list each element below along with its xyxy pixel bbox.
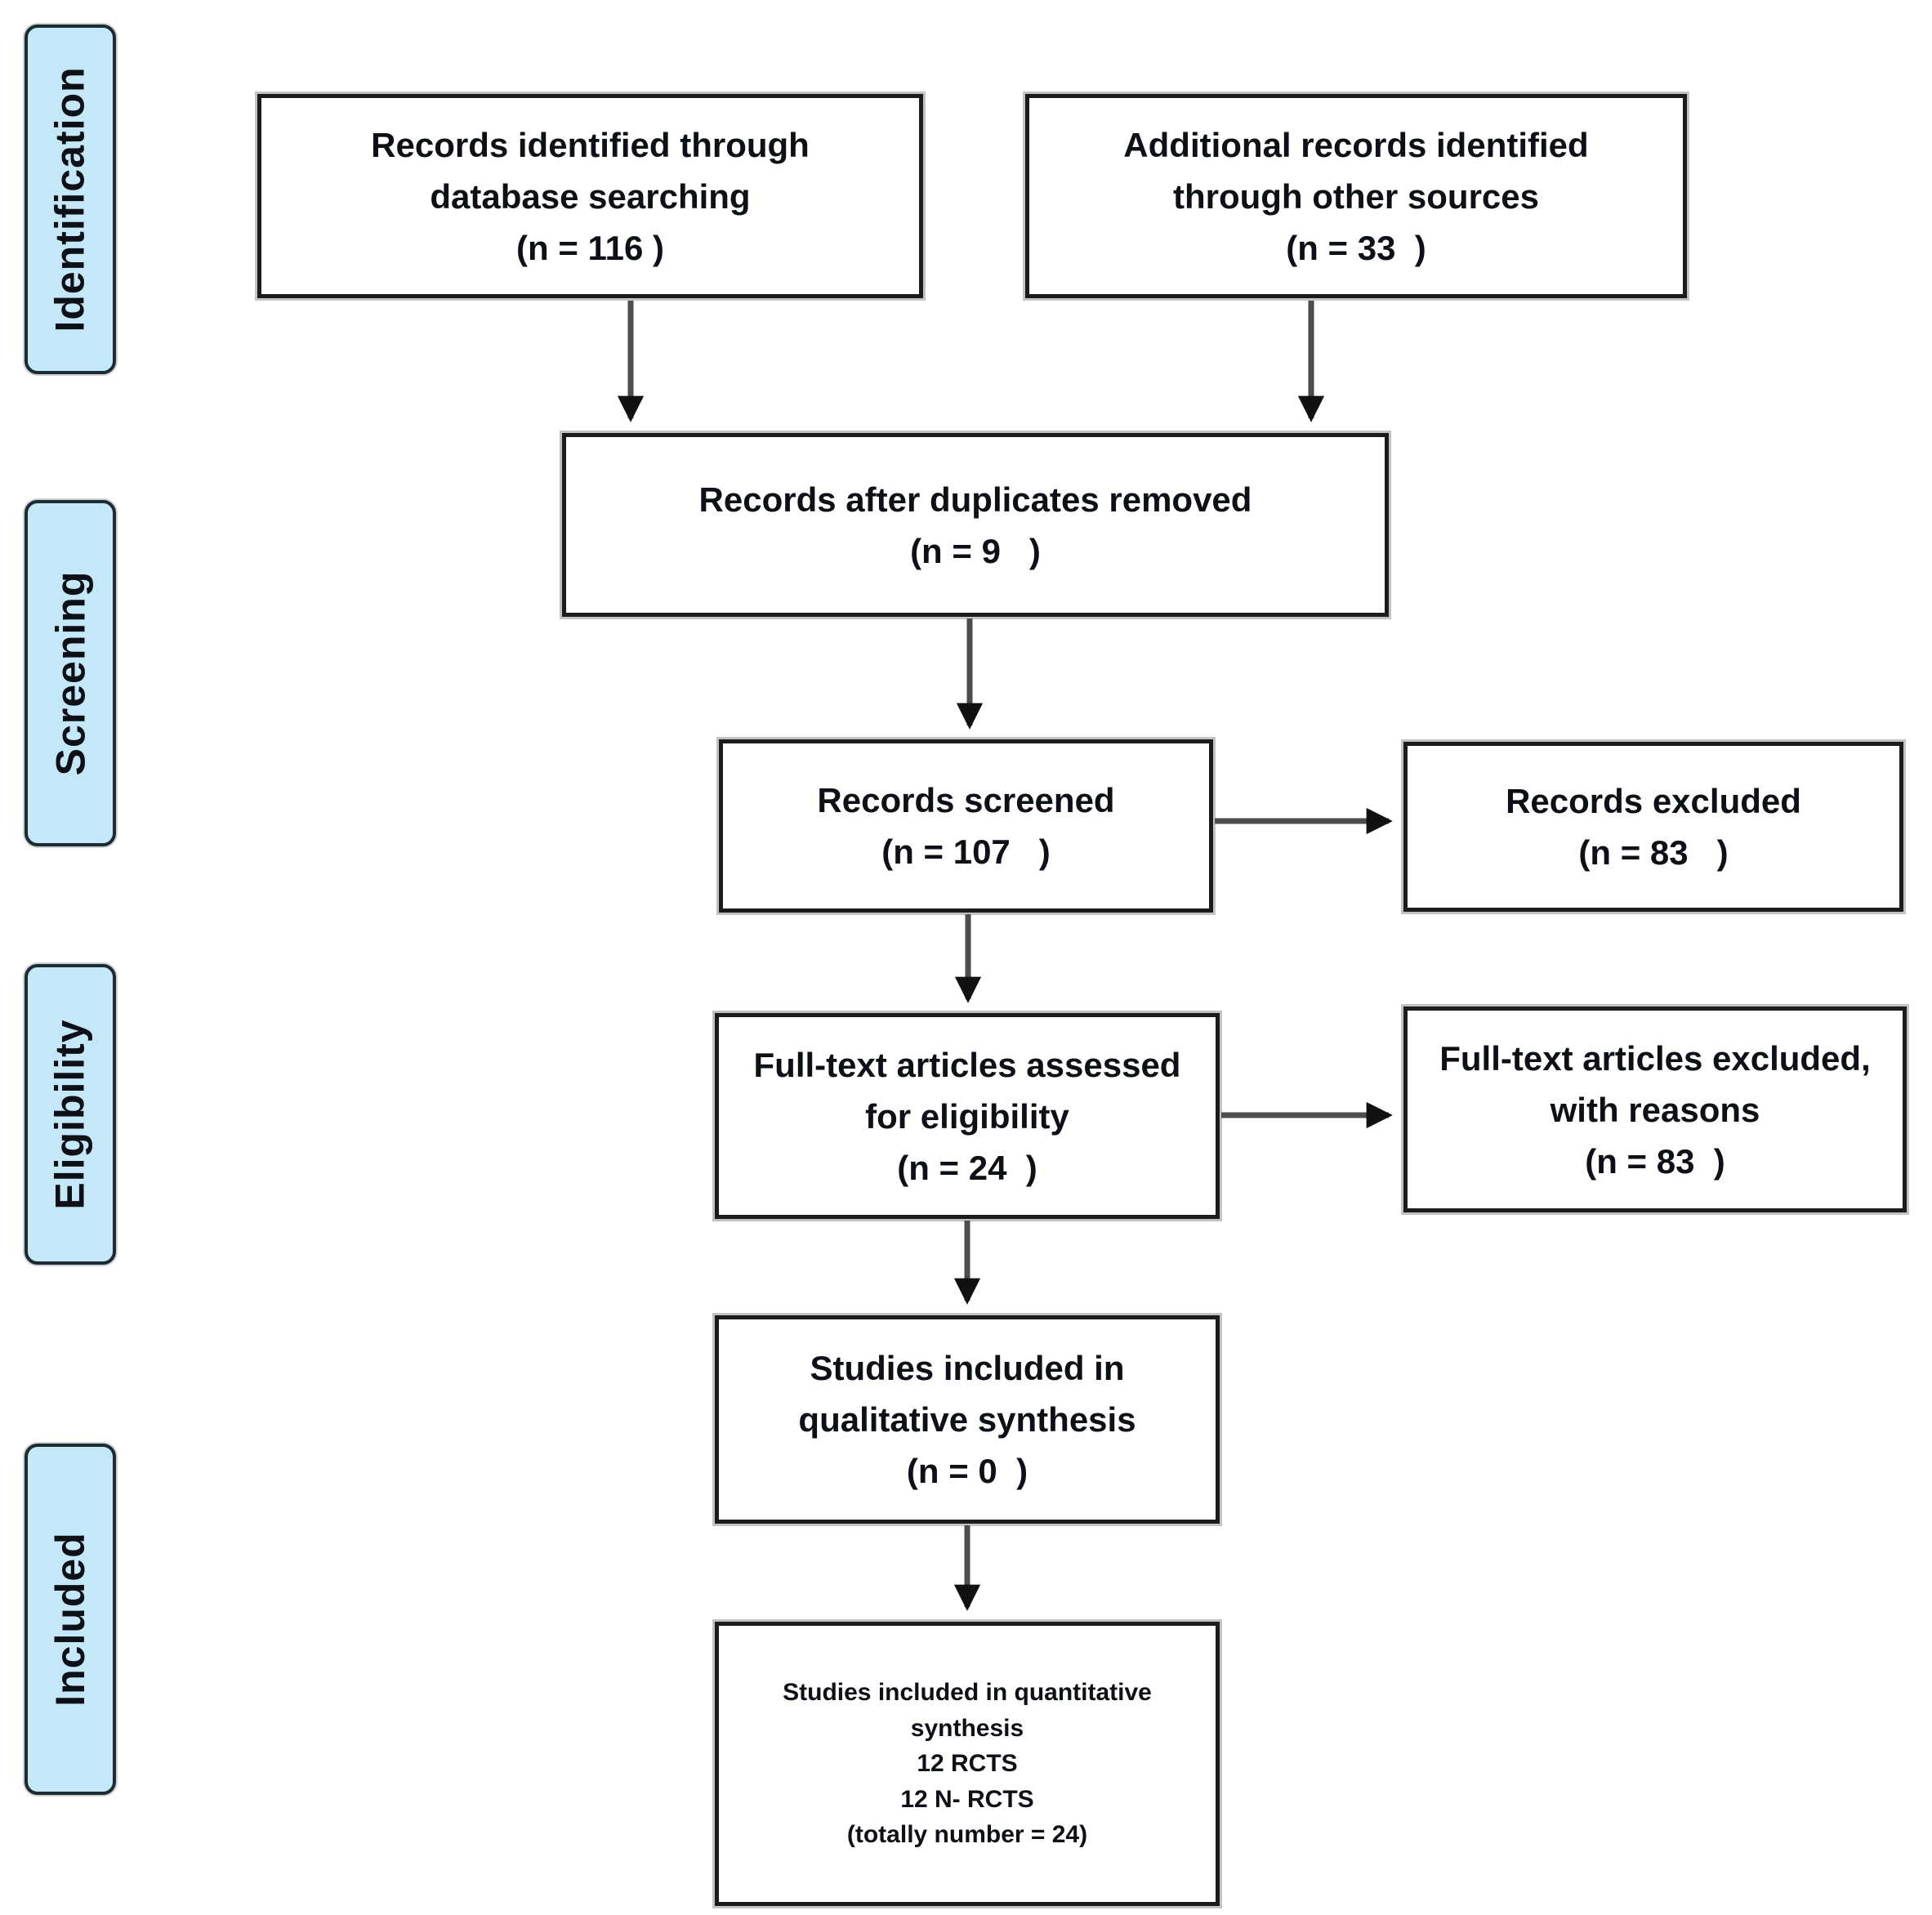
node-additional-records: Additional records identified through oth… bbox=[1025, 94, 1687, 298]
text-line: synthesis bbox=[910, 1714, 1024, 1742]
text-line: Records excluded bbox=[1506, 782, 1801, 820]
text-line: (n = 107 ) bbox=[881, 833, 1051, 871]
node-records-identified: Records identified through database searc… bbox=[257, 94, 923, 298]
text-line: (totally number = 24) bbox=[846, 1821, 1088, 1849]
text-line: qualitative synthesis bbox=[798, 1400, 1136, 1439]
node-studies-qualitative-synthesis: Studies included in qualitative synthesis… bbox=[715, 1315, 1220, 1524]
node-studies-quantitative-synthesis: Studies included in quantitative synthesi… bbox=[715, 1622, 1220, 1906]
node-records-after-duplicates-removed: Records after duplicates removed (n = 9 ) bbox=[562, 433, 1389, 617]
text-line: Full-text articles assessed bbox=[753, 1045, 1181, 1084]
text-line: (n = 24 ) bbox=[897, 1148, 1037, 1187]
stage-screening-label: Screening bbox=[47, 570, 93, 776]
text-line: (n = 9 ) bbox=[910, 531, 1041, 570]
node-records-screened: Records screened (n = 107 ) bbox=[719, 739, 1213, 913]
text-line: 12 N- RCTS bbox=[900, 1785, 1034, 1813]
stage-included-label: Included bbox=[47, 1532, 94, 1707]
text-line: Full-text articles excluded, bbox=[1439, 1038, 1871, 1078]
text-line: Studies included in quantitative bbox=[783, 1679, 1152, 1707]
text-line: for eligibility bbox=[865, 1096, 1069, 1136]
stage-identification-label: Identification bbox=[47, 66, 94, 333]
text-line: through other sources bbox=[1172, 176, 1540, 216]
text-line: Records identified through bbox=[371, 125, 810, 164]
text-line: database searching bbox=[430, 176, 751, 216]
text-line: Additional records identified bbox=[1123, 125, 1589, 164]
stage-eligibility-label: Eligibility bbox=[47, 1019, 93, 1210]
stage-eligibility: Eligibility bbox=[25, 964, 116, 1265]
node-fulltext-articles-assessed: Full-text articles assessed for eligibili… bbox=[715, 1013, 1220, 1219]
text-line: Records screened bbox=[817, 781, 1115, 819]
text-line: Records after duplicates removed bbox=[698, 480, 1252, 519]
text-line: Studies included in bbox=[810, 1349, 1125, 1387]
text-line: (n = 33 ) bbox=[1286, 228, 1426, 267]
text-line: (n = 83 ) bbox=[1585, 1141, 1725, 1181]
stage-screening: Screening bbox=[25, 500, 116, 846]
node-records-excluded: Records excluded (n = 83 ) bbox=[1403, 742, 1903, 912]
text-line: (n = 0 ) bbox=[906, 1452, 1028, 1490]
stage-included: Included bbox=[25, 1444, 116, 1795]
node-fulltext-articles-excluded: Full-text articles excluded, with reasons… bbox=[1403, 1007, 1907, 1212]
text-line: 12 RCTS bbox=[917, 1750, 1018, 1778]
text-line: (n = 83 ) bbox=[1578, 833, 1729, 872]
text-line: with reasons bbox=[1550, 1090, 1760, 1129]
stage-identification: Identification bbox=[25, 25, 116, 374]
text-line: (n = 116 ) bbox=[516, 228, 664, 267]
